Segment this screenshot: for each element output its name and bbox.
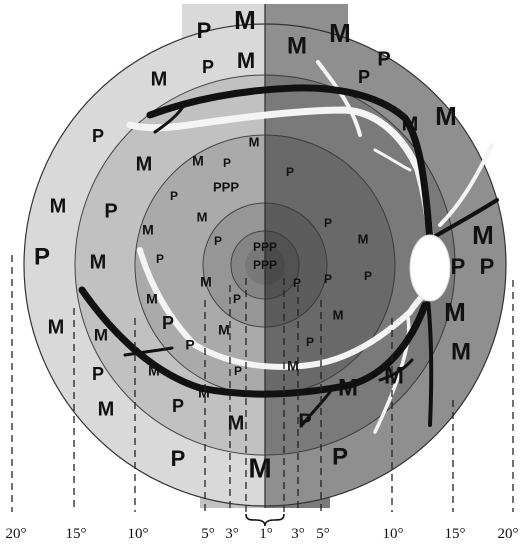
label-m: M: [384, 362, 404, 389]
optic-disc: [410, 235, 450, 301]
label-m: M: [402, 113, 419, 135]
degree-label-15-left: 15°: [66, 526, 87, 542]
label-m: M: [248, 452, 271, 483]
degree-label-5-left: 5°: [201, 526, 215, 542]
degree-label-3-left: 3°: [225, 526, 239, 542]
label-m: M: [472, 220, 494, 250]
label-p: P: [34, 243, 50, 270]
label-p: P: [234, 364, 242, 378]
label-p: P: [223, 156, 231, 170]
label-p: P: [185, 337, 194, 353]
label-m: M: [198, 385, 210, 401]
label-p: P: [156, 252, 164, 266]
label-m: M: [218, 322, 230, 338]
label-m: M: [48, 316, 65, 338]
label-p: P: [104, 200, 117, 222]
degree-label-1: 1°: [259, 526, 273, 542]
degree-label-10-left: 10°: [128, 526, 149, 542]
degree-label-10-right: 10°: [383, 526, 404, 542]
label-m: M: [197, 209, 208, 224]
label-p: P: [171, 446, 186, 471]
label-p: P: [451, 254, 466, 279]
label-p: P: [286, 165, 294, 179]
label-m: M: [338, 374, 358, 401]
label-m: M: [451, 338, 471, 365]
label-p: P: [480, 254, 495, 279]
degree-label-15-right: 15°: [445, 526, 466, 542]
label-p: P: [197, 18, 212, 43]
label-p: P: [298, 410, 311, 432]
label-p: P: [214, 234, 222, 248]
label-m: M: [50, 195, 67, 217]
degree-label-20-left: 20°: [6, 526, 27, 542]
label-m: M: [90, 251, 107, 273]
fovea-brace: [246, 514, 284, 526]
label-m: M: [94, 325, 108, 344]
label-p: P: [324, 272, 332, 286]
label-p: P: [92, 126, 104, 146]
label-p: P: [170, 189, 178, 203]
label-m: M: [151, 68, 168, 90]
degree-label-3-right: 3°: [291, 526, 305, 542]
label-p: P: [172, 396, 184, 416]
label-m: M: [146, 291, 158, 307]
label-m: M: [200, 274, 212, 290]
label-m: M: [136, 153, 153, 175]
label-p: P: [92, 364, 104, 384]
label-m: M: [249, 134, 260, 149]
degree-label-5-right: 5°: [316, 526, 330, 542]
label-m: M: [287, 358, 299, 374]
label-m: M: [287, 32, 307, 59]
label-m: M: [435, 101, 457, 131]
label-m: M: [98, 398, 115, 420]
label-m: M: [329, 18, 351, 48]
label-p: P: [162, 313, 174, 333]
label-m: M: [444, 297, 466, 327]
label-ppp: PPP: [253, 258, 277, 272]
label-p: P: [364, 269, 372, 283]
label-m: M: [192, 153, 204, 169]
label-p: P: [293, 276, 301, 290]
label-m: M: [148, 363, 160, 379]
label-m: M: [237, 48, 255, 73]
label-m: M: [333, 307, 344, 322]
label-m: M: [142, 222, 154, 238]
degree-labels: 20° 15° 10° 5° 3° 1° 3° 5° 10° 15° 20°: [6, 526, 519, 542]
label-p: P: [377, 48, 390, 70]
label-m: M: [358, 231, 369, 246]
label-p: P: [358, 67, 370, 87]
label-ppp: PPP: [213, 179, 239, 194]
label-p: P: [332, 443, 348, 470]
label-m: M: [234, 5, 256, 35]
label-p: P: [324, 216, 332, 230]
label-p: P: [233, 292, 241, 306]
label-ppp: PPP: [253, 240, 277, 254]
label-p: P: [306, 335, 314, 349]
label-p: P: [202, 57, 214, 77]
degree-label-20-right: 20°: [498, 526, 519, 542]
